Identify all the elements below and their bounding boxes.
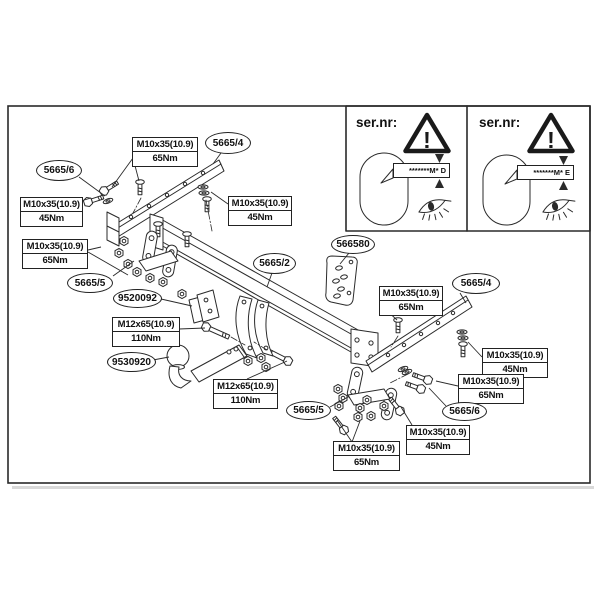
warning-exclamation: !: [423, 127, 431, 153]
fixing-bracket-right: [329, 364, 434, 437]
stamp-code-prefix: *******M*: [533, 168, 563, 177]
towball: [166, 344, 248, 389]
stamp-arrow-up-icon: [435, 179, 444, 188]
vehicle-plate-outline-icon: [359, 152, 409, 226]
torque-callout: M10x35(10.9)65Nm: [132, 137, 198, 167]
torque-callout: M10x35(10.9)45Nm: [228, 196, 292, 226]
adapter-bracket: [177, 288, 220, 324]
warning-exclamation: !: [547, 127, 555, 153]
warning-triangle-icon: [527, 112, 575, 154]
stamp-code-letter: E: [564, 168, 570, 177]
torque-callout: M10x35(10.9)45Nm: [406, 425, 470, 455]
torque-callout: M12x65(10.9)110Nm: [112, 317, 180, 347]
plate-pointer-icon: [380, 168, 394, 184]
stamp-arrow-down-icon: [559, 156, 568, 165]
part-callout: 5665/4: [452, 273, 500, 294]
torque-callout: M10x35(10.9)65Nm: [379, 286, 443, 316]
fixing-bracket-left: [114, 221, 192, 288]
part-callout: 9520092: [113, 289, 162, 308]
part-callout: 5665/2: [253, 253, 296, 274]
vehicle-plate-outline-icon: [482, 154, 531, 226]
stamp-code-prefix: *******M*: [408, 166, 439, 175]
warning-triangle-icon: [403, 112, 451, 154]
torque-callout: M10x35(10.9)65Nm: [333, 441, 400, 471]
stamp-arrow-up-icon: [559, 181, 568, 190]
serial-number-panels: [345, 105, 591, 232]
stamp-code-plate: *******M*E: [517, 165, 574, 180]
stamp-arrow-down-icon: [435, 154, 444, 163]
part-callout: 566580: [331, 235, 375, 254]
serial-number-label: ser.nr:: [479, 115, 521, 130]
plate-pointer-icon: [504, 169, 518, 185]
side-bracket-right: [365, 295, 473, 373]
leader-lines: [78, 152, 483, 443]
part-callout: 5665/5: [286, 401, 331, 420]
part-callout: 5665/6: [442, 402, 487, 421]
part-callout: 5665/6: [36, 160, 82, 181]
drop-plates: [235, 295, 274, 373]
torque-callout: M10x35(10.9)65Nm: [22, 239, 88, 269]
drawing-frame: [7, 105, 594, 489]
inspection-eye-icon: [416, 196, 455, 224]
inspection-eye-icon: [540, 196, 579, 224]
torque-callout: M10x35(10.9)45Nm: [20, 197, 83, 227]
stamp-code-letter: D: [440, 166, 446, 175]
stamp-code-plate: *******M*D: [393, 163, 450, 178]
serial-number-label: ser.nr:: [356, 115, 398, 130]
torque-callout: M10x35(10.9)45Nm: [482, 348, 548, 378]
socket-holder: [325, 255, 358, 306]
part-callout: 5665/5: [67, 273, 113, 293]
torque-callout: M12x65(10.9)110Nm: [213, 379, 278, 409]
side-bracket-left: [106, 159, 225, 247]
torque-callout: M10x35(10.9)65Nm: [458, 374, 524, 404]
assembly-drawing: [82, 159, 473, 437]
part-callout: 5665/4: [205, 132, 251, 154]
part-callout: 9530920: [107, 352, 156, 372]
